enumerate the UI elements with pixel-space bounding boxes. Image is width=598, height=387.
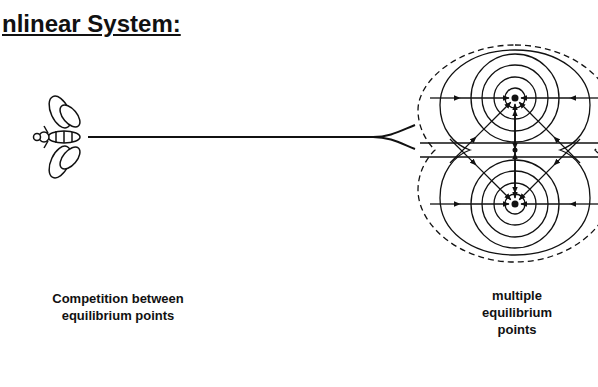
caption-label: Competition between equilibrium points xyxy=(38,290,198,324)
flow-arrow xyxy=(514,104,515,153)
flow-arrow xyxy=(450,139,476,165)
flow-arrow xyxy=(570,203,598,204)
flow-arrow xyxy=(430,203,460,204)
flow-arrow xyxy=(476,165,511,200)
flow-arrow xyxy=(514,112,515,149)
flow-arrow xyxy=(521,203,570,204)
equilibrium-point xyxy=(512,201,519,208)
flow-arrow xyxy=(476,102,511,137)
bifurcation-line xyxy=(88,125,415,149)
flow-arrow xyxy=(460,203,509,204)
flow-arrow xyxy=(430,97,460,98)
title: nlinear System: xyxy=(2,10,181,38)
flow-arrow xyxy=(460,97,509,98)
fly-drawing xyxy=(34,93,84,181)
caption-label: multiple equilibrium points xyxy=(473,287,561,338)
flow-arrow xyxy=(519,165,554,200)
flow-arrow xyxy=(554,137,580,163)
outer-contour xyxy=(440,50,590,255)
phase-portrait xyxy=(418,45,598,262)
flow-arrow xyxy=(514,149,515,198)
basin-boundary xyxy=(418,45,598,262)
flow-arrow xyxy=(570,97,598,98)
flow-arrow xyxy=(554,139,580,165)
flow-arrow xyxy=(521,97,570,98)
equilibrium-point xyxy=(512,95,519,102)
flow-arrow xyxy=(450,137,476,163)
flow-arrow xyxy=(519,102,554,137)
